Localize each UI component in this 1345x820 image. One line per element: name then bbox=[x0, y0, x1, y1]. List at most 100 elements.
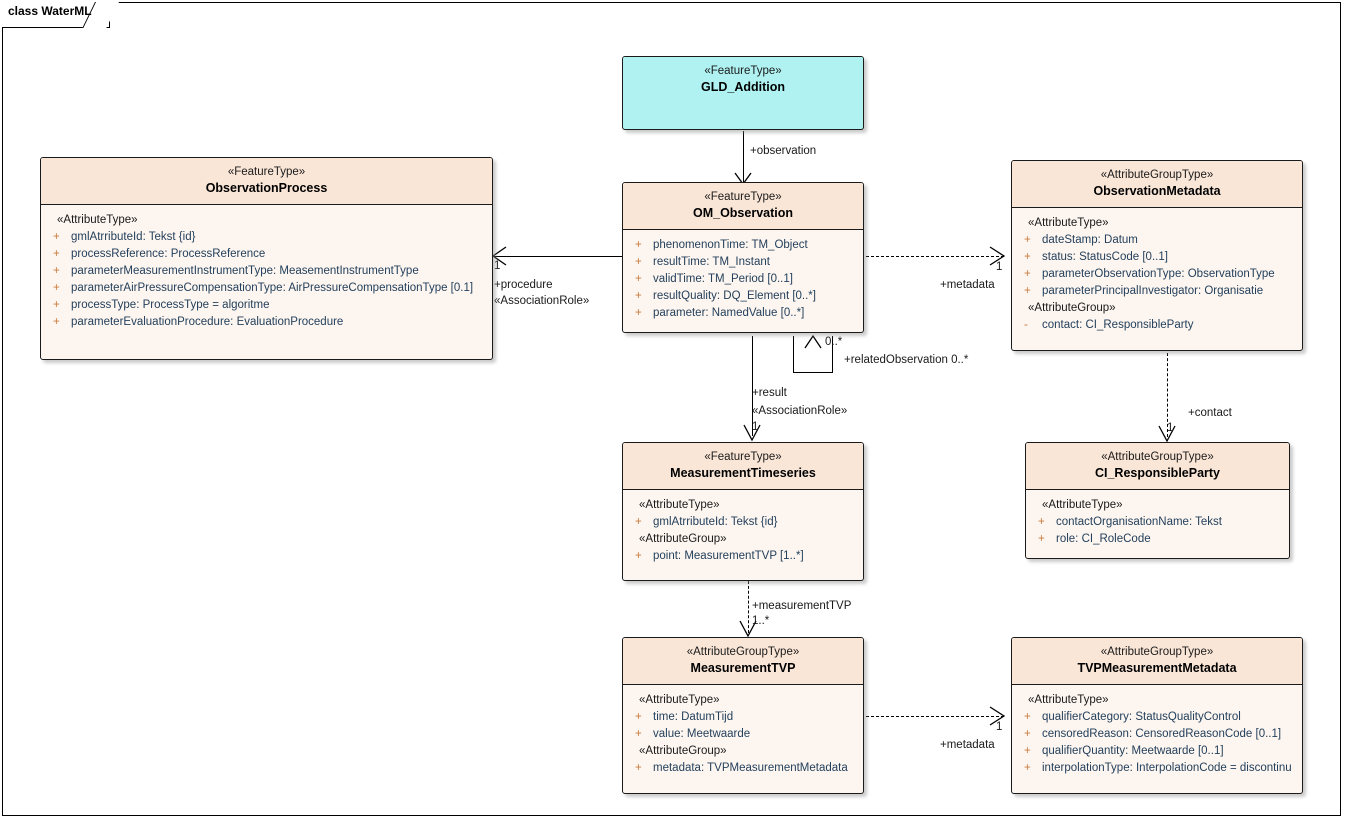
visibility-marker: + bbox=[53, 265, 60, 277]
class-box-measurement-timeseries[interactable]: «FeatureType» MeasurementTimeseries «Att… bbox=[622, 442, 864, 581]
visibility-marker: + bbox=[1024, 268, 1031, 280]
attribute-row: - contact: CI_ResponsibleParty bbox=[1016, 317, 1298, 334]
class-stereotype: «FeatureType» bbox=[704, 451, 782, 463]
connector-observation-metadata-arrowhead bbox=[989, 246, 1006, 266]
class-stereotype: «AttributeGroupType» bbox=[1101, 451, 1214, 463]
diagram-title: class WaterML bbox=[8, 4, 92, 18]
class-body-tvp-measurement-metadata: «AttributeType» +qualifierCategory: Stat… bbox=[1012, 685, 1302, 784]
class-box-measurement-tvp[interactable]: «AttributeGroupType» MeasurementTVP «Att… bbox=[622, 637, 864, 794]
attribute-text: contact: CI_ResponsibleParty bbox=[1042, 319, 1194, 331]
visibility-marker: + bbox=[635, 550, 642, 562]
connector-result-multiplicity: 1 bbox=[752, 421, 759, 433]
attribute-text: gmlAtrributeId: Tekst {id} bbox=[653, 516, 778, 528]
visibility-marker: + bbox=[635, 239, 642, 251]
visibility-marker: + bbox=[1024, 762, 1031, 774]
attribute-row: +processType: ProcessType = algoritme bbox=[45, 297, 488, 314]
attribute-text: interpolationType: InterpolationCode = d… bbox=[1042, 762, 1292, 774]
visibility-marker: + bbox=[1024, 285, 1031, 297]
connector-result-arrowhead bbox=[743, 424, 761, 442]
visibility-marker: + bbox=[53, 299, 60, 311]
visibility-marker: - bbox=[1024, 319, 1028, 331]
connector-contact-arrowhead bbox=[1158, 425, 1176, 443]
attribute-text: parameterMeasurementInstrumentType: Meas… bbox=[71, 265, 419, 277]
attribute-text: resultTime: TM_Instant bbox=[653, 256, 770, 268]
attribute-text: value: Meetwaarde bbox=[653, 728, 751, 740]
attribute-text: status: StatusCode [0..1] bbox=[1042, 251, 1168, 263]
attribute-row: +gmlAtrributeId: Tekst {id} bbox=[627, 514, 859, 531]
class-name: OM_Observation bbox=[692, 206, 794, 220]
attribute-row: +qualifierCategory: StatusQualityControl bbox=[1016, 709, 1298, 726]
attribute-text: parameterEvaluationProcedure: Evaluation… bbox=[71, 316, 344, 328]
class-header-tvp-measurement-metadata: «AttributeGroupType» TVPMeasurementMetad… bbox=[1012, 638, 1302, 685]
connector-related-observation-arrowhead bbox=[804, 334, 822, 349]
attribute-group-label: «AttributeType» bbox=[1028, 217, 1109, 229]
class-stereotype: «AttributeGroupType» bbox=[1100, 646, 1214, 658]
attribute-row: + censoredReason: CensoredReasonCode [0..… bbox=[1016, 726, 1298, 743]
connector-tvp-metadata-arrowhead bbox=[989, 706, 1006, 726]
attribute-row: + role: CI_RoleCode bbox=[1030, 531, 1285, 548]
visibility-marker: + bbox=[635, 290, 642, 302]
visibility-marker: + bbox=[53, 231, 60, 243]
visibility-marker: + bbox=[1024, 745, 1031, 757]
attribute-text: qualifierCategory: StatusQualityControl bbox=[1042, 711, 1241, 723]
visibility-marker: + bbox=[1038, 533, 1045, 545]
attribute-group-label: «AttributeType» bbox=[639, 694, 720, 706]
attribute-row: +qualifierQuantity: Meetwaarde [0..1] bbox=[1016, 743, 1298, 760]
attribute-text: parameterObservationType: ObservationTyp… bbox=[1042, 268, 1275, 280]
visibility-marker: + bbox=[1024, 728, 1031, 740]
class-box-observation-metadata[interactable]: «AttributeGroupType» ObservationMetadata… bbox=[1011, 160, 1303, 351]
attribute-row: + parameterMeasurementInstrumentType: Mea… bbox=[45, 263, 488, 280]
attribute-group-label: «AttributeType» bbox=[1042, 499, 1123, 511]
connector-measurementtvp-multiplicity: 1..* bbox=[752, 615, 770, 627]
visibility-marker: + bbox=[635, 728, 642, 740]
connector-procedure-multiplicity: 1 bbox=[494, 260, 501, 272]
class-box-observation-process[interactable]: «FeatureType» ObservationProcess «Attrib… bbox=[40, 157, 493, 360]
attribute-group-label: «AttributeGroup» bbox=[639, 745, 727, 757]
attribute-row: +gmlAtrributeId: Tekst {id} bbox=[45, 229, 488, 246]
class-body-observation-process: «AttributeType» +gmlAtrributeId: Tekst {… bbox=[41, 205, 492, 338]
attribute-text: processReference: ProcessReference bbox=[71, 248, 266, 260]
attribute-row: + resultQuality: DQ_Element [0..*] bbox=[627, 288, 859, 305]
attribute-row: +contactOrganisationName: Tekst bbox=[1030, 514, 1285, 531]
class-body-observation-metadata: «AttributeType» +dateStamp: Datum + statu… bbox=[1012, 208, 1302, 341]
attribute-text: parameter: NamedValue [0..*] bbox=[653, 307, 805, 319]
attribute-group-label: «AttributeType» bbox=[1028, 694, 1109, 706]
attribute-text: censoredReason: CensoredReasonCode [0..1… bbox=[1042, 728, 1282, 740]
attribute-row: +time: DatumTijd bbox=[627, 709, 859, 726]
class-name: GLD_Addition bbox=[700, 80, 785, 94]
class-box-gld-addition[interactable]: «FeatureType» GLD_Addition bbox=[622, 56, 864, 130]
visibility-marker: + bbox=[53, 248, 60, 260]
attribute-text: role: CI_RoleCode bbox=[1056, 533, 1151, 545]
connector-result-stereotype: «AssociationRole» bbox=[752, 405, 848, 417]
visibility-marker: + bbox=[1024, 234, 1031, 246]
class-stereotype: «AttributeGroupType» bbox=[686, 646, 800, 658]
connector-contact-line bbox=[1167, 353, 1168, 437]
connector-observation-metadata-role: +metadata bbox=[940, 279, 995, 291]
class-stereotype: «FeatureType» bbox=[227, 166, 306, 178]
class-name: ObservationMetadata bbox=[1093, 184, 1221, 198]
class-body-ci-responsible-party: «AttributeType» +contactOrganisationName… bbox=[1026, 490, 1289, 555]
class-header-measurement-timeseries: «FeatureType» MeasurementTimeseries bbox=[623, 443, 863, 490]
attribute-row: +validTime: TM_Period [0..1] bbox=[627, 271, 859, 288]
attribute-text: parameterPrincipalInvestigator: Organisa… bbox=[1042, 285, 1264, 297]
connector-contact-role: +contact bbox=[1188, 407, 1232, 419]
visibility-marker: + bbox=[1038, 516, 1045, 528]
class-box-ci-responsible-party[interactable]: «AttributeGroupType» CI_ResponsibleParty… bbox=[1025, 442, 1290, 559]
class-name: MeasurementTVP bbox=[690, 661, 796, 675]
attribute-group-label: «AttributeGroup» bbox=[639, 533, 727, 545]
class-box-tvp-measurement-metadata[interactable]: «AttributeGroupType» TVPMeasurementMetad… bbox=[1011, 637, 1303, 794]
connector-contact-multiplicity: 1 bbox=[1167, 422, 1174, 434]
connector-procedure-role: +procedure bbox=[494, 279, 553, 291]
attribute-text: validTime: TM_Period [0..1] bbox=[653, 273, 793, 285]
attribute-text: resultQuality: DQ_Element [0..*] bbox=[653, 290, 816, 302]
connector-tvp-metadata-role: +metadata bbox=[940, 739, 995, 751]
class-box-om-observation[interactable]: «FeatureType» OM_Observation +phenomenon… bbox=[622, 182, 864, 333]
class-header-observation-process: «FeatureType» ObservationProcess bbox=[41, 158, 492, 205]
class-header-ci-responsible-party: «AttributeGroupType» CI_ResponsibleParty bbox=[1026, 443, 1289, 490]
visibility-marker: + bbox=[53, 316, 60, 328]
attribute-group-label: «AttributeType» bbox=[639, 499, 720, 511]
attribute-row: +dateStamp: Datum bbox=[1016, 232, 1298, 249]
connector-related-observation-bottom bbox=[793, 372, 833, 373]
attribute-text: phenomenonTime: TM_Object bbox=[653, 239, 808, 251]
